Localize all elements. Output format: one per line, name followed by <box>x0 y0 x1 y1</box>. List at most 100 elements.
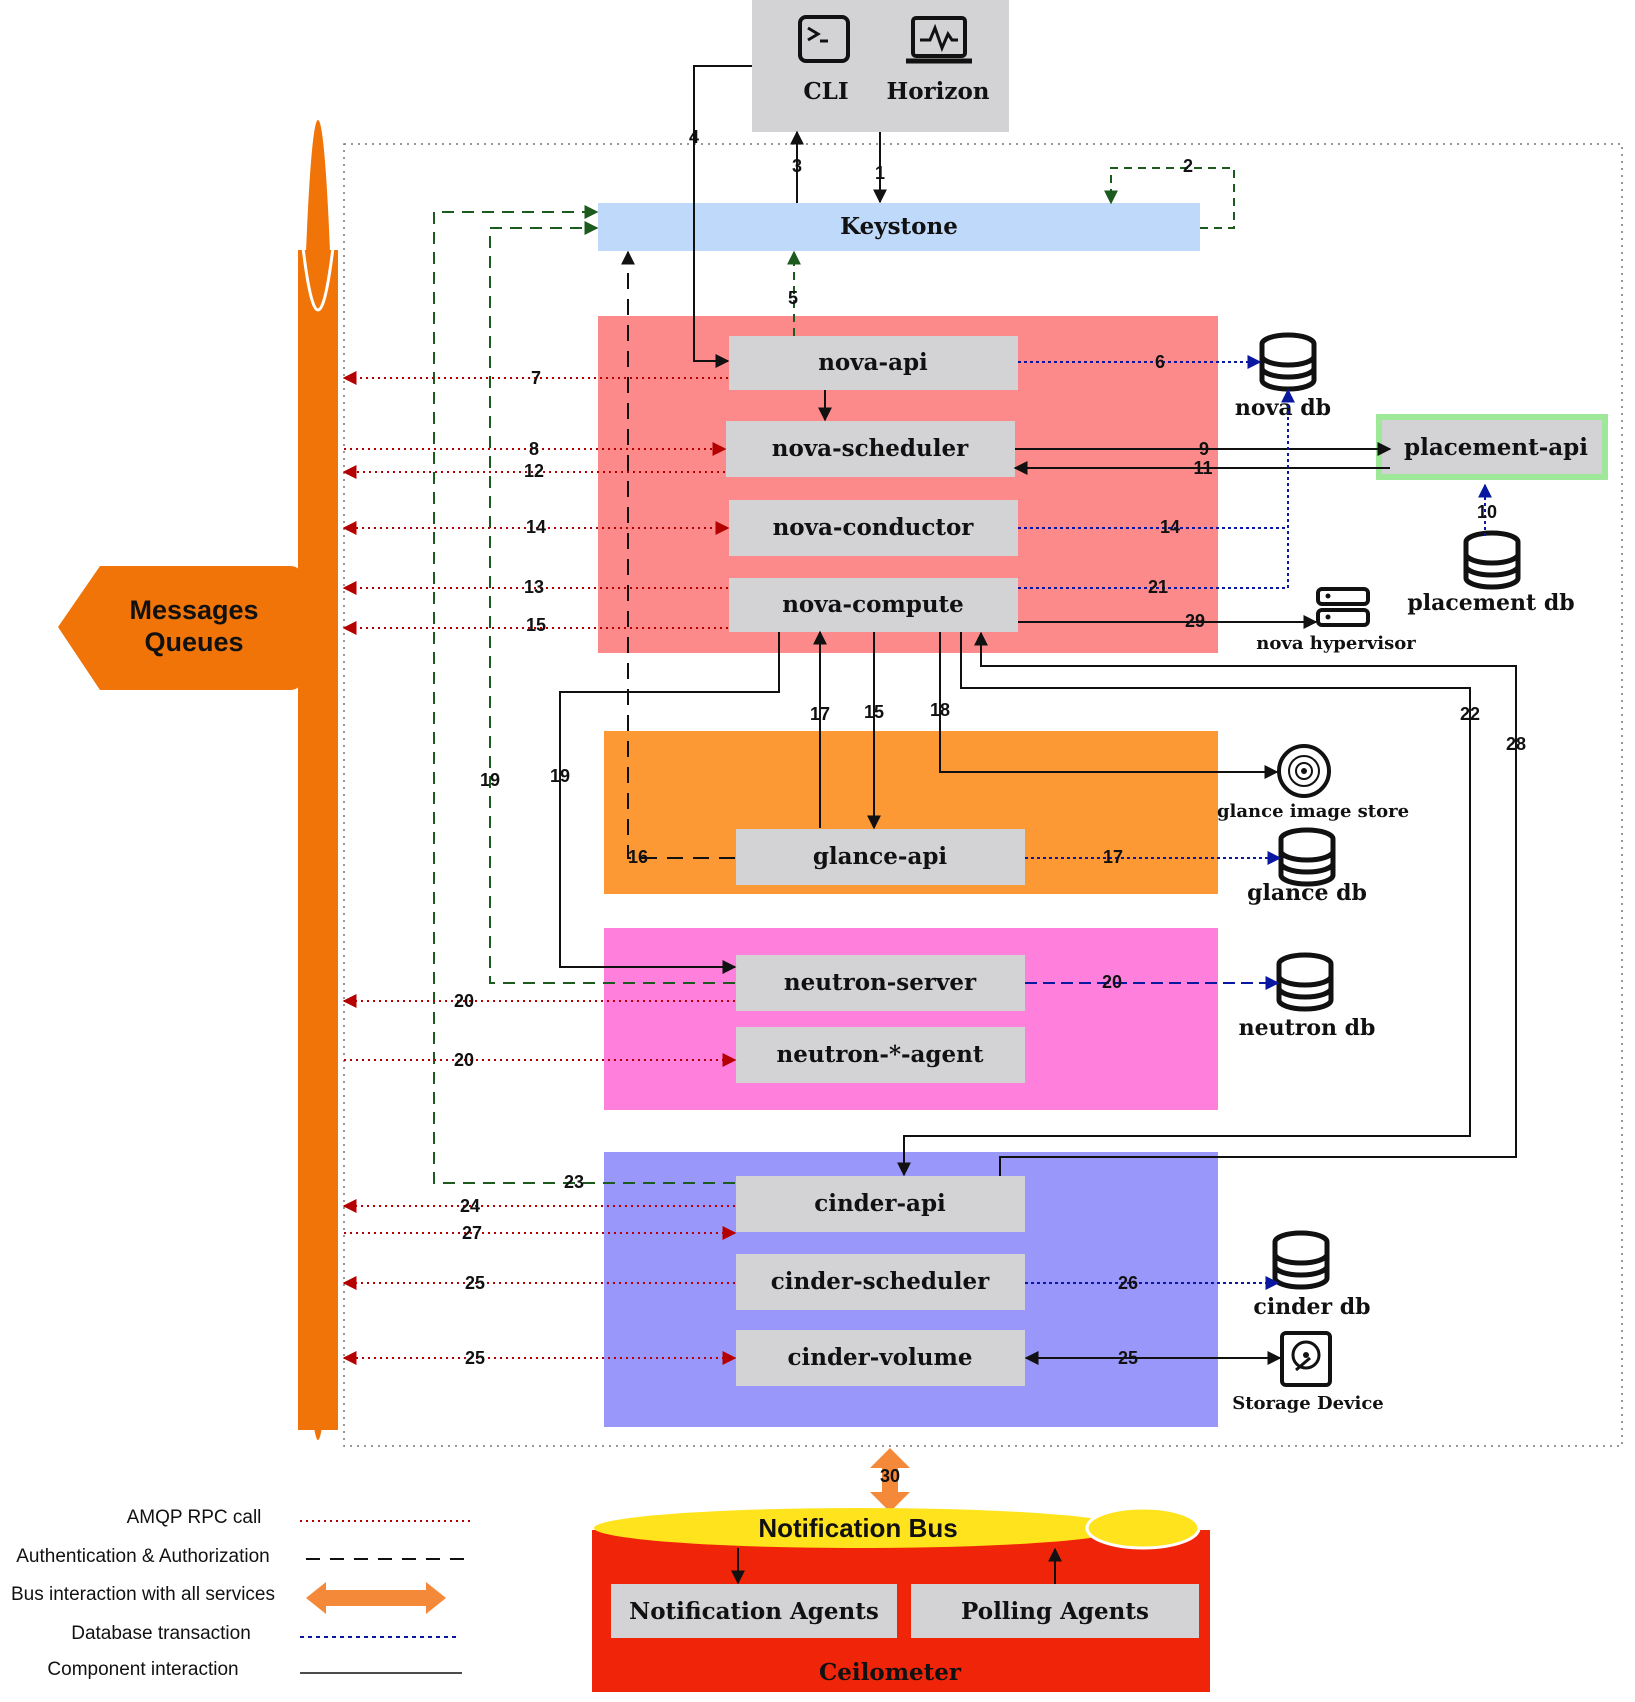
message-queues-label-shape <box>58 566 302 690</box>
horizon-label: Horizon <box>886 78 989 105</box>
step-13: 13 <box>524 577 544 597</box>
nova-conductor-label: nova-conductor <box>773 514 975 541</box>
step-25-b: 25 <box>465 1348 485 1368</box>
disc-icon <box>1277 744 1331 798</box>
step-22: 22 <box>1460 704 1480 724</box>
arrow-14-db <box>1018 388 1295 529</box>
neutron-db-label: neutron db <box>1239 1015 1376 1041</box>
polling-agents-box[interactable] <box>911 1584 1199 1638</box>
glance-api-label: glance-api <box>813 843 948 870</box>
neutron-db-icon <box>1279 955 1331 1009</box>
cinder-api-label: cinder-api <box>814 1190 946 1217</box>
step-2: 2 <box>1183 156 1193 176</box>
arrow-2 <box>1104 167 1235 229</box>
nova-db-icon <box>1262 335 1314 389</box>
server-icon <box>1316 587 1370 627</box>
neutron-server-box[interactable] <box>736 955 1025 1011</box>
legend-component-label: Component interaction <box>47 1659 238 1680</box>
keystone-box[interactable] <box>598 203 1200 251</box>
neutron-agent-label: neutron-*-agent <box>777 1041 984 1068</box>
connectors <box>342 65 1517 1365</box>
glance-db-label: glance db <box>1247 880 1367 906</box>
cinder-volume-box[interactable] <box>736 1330 1025 1386</box>
nova-compute-label: nova-compute <box>782 591 964 618</box>
arrow-16 <box>621 250 735 859</box>
nova-db-label: nova db <box>1235 395 1331 421</box>
ceilometer-label: Ceilometer <box>819 1659 962 1686</box>
step-18: 18 <box>930 700 950 720</box>
step-20-a: 20 <box>454 991 474 1011</box>
step-5: 5 <box>788 288 798 308</box>
cli-label: CLI <box>803 78 848 105</box>
neutron-server-label: neutron-server <box>784 969 977 996</box>
terminal-icon <box>798 15 850 63</box>
arrow-18 <box>939 632 1279 779</box>
step-14-amqp: 14 <box>526 517 546 537</box>
step-15: 15 <box>864 702 884 722</box>
nova-hypervisor-label: nova hypervisor <box>1256 633 1416 654</box>
glance-db-icon <box>1281 830 1333 884</box>
step-27: 27 <box>462 1223 482 1243</box>
notification-bus-shape <box>594 1508 1126 1548</box>
placement-api-label: placement-api <box>1404 434 1588 461</box>
step-11: 11 <box>1193 458 1212 478</box>
ceilometer: Notification Bus Notification Agents Pol… <box>592 1506 1210 1692</box>
nova-conductor-box[interactable] <box>729 500 1018 556</box>
step-16: 16 <box>628 847 648 867</box>
step-24: 24 <box>460 1196 480 1216</box>
glance-image-store-label: glance image store <box>1217 801 1409 822</box>
step-26: 26 <box>1118 1273 1138 1293</box>
step-17: 17 <box>810 704 830 724</box>
arrow-19 <box>559 632 780 974</box>
step-1: 1 <box>875 163 885 183</box>
legend: AMQP RPC call Authentication & Authoriza… <box>11 1507 472 1680</box>
polling-agents-label: Polling Agents <box>961 1598 1149 1625</box>
step-19-auth: 19 <box>480 770 500 790</box>
step-9: 9 <box>1199 439 1209 459</box>
arrow-28 <box>974 631 1517 1176</box>
arrow-21 <box>1018 528 1289 589</box>
nova-api-box[interactable] <box>729 336 1018 390</box>
cinder-db-label: cinder db <box>1253 1294 1370 1320</box>
legend-bus-arrow <box>306 1582 446 1614</box>
hard-disk-icon <box>1280 1331 1332 1387</box>
mq-label-line2: Queues <box>144 627 243 657</box>
step-25-a: 25 <box>465 1273 485 1293</box>
placement-db-icon <box>1466 533 1518 587</box>
notification-agents-box[interactable] <box>611 1584 897 1638</box>
neutron-agent-box[interactable] <box>736 1027 1025 1083</box>
legend-auth-label: Authentication & Authorization <box>16 1546 270 1567</box>
step-6: 6 <box>1155 352 1165 372</box>
cinder-scheduler-box[interactable] <box>736 1254 1025 1310</box>
clients-box: CLI Horizon <box>752 0 1009 132</box>
arrow-23 <box>433 205 735 1184</box>
step-8: 8 <box>529 439 539 459</box>
legend-bus-label: Bus interaction with all services <box>11 1584 275 1605</box>
notification-agents-label: Notification Agents <box>629 1598 879 1625</box>
step-19: 19 <box>550 766 570 786</box>
cinder-scheduler-label: cinder-scheduler <box>771 1268 990 1295</box>
nova-api-label: nova-api <box>818 349 928 376</box>
step-10: 10 <box>1477 502 1497 522</box>
step-20-db: 20 <box>1102 972 1122 992</box>
cinder-api-box[interactable] <box>736 1176 1025 1232</box>
nova-compute-box[interactable] <box>729 578 1018 632</box>
arrow-4 <box>693 65 752 368</box>
placement-api-box[interactable] <box>1382 420 1602 474</box>
nova-scheduler-box[interactable] <box>726 421 1015 477</box>
keystone-label: Keystone <box>840 213 958 240</box>
system-boundary <box>343 143 1623 1447</box>
glance-api-box[interactable] <box>736 829 1025 885</box>
legend-db-label: Database transaction <box>71 1623 251 1644</box>
step-numbers: 1 2 3 4 5 6 7 8 9 10 11 12 13 14 14 15 1… <box>454 127 1526 1368</box>
arrow-19-auth <box>489 221 735 984</box>
arrow-22 <box>897 632 1471 1177</box>
step-23: 23 <box>564 1172 584 1192</box>
cinder-db-icon <box>1275 1233 1327 1287</box>
step-21: 21 <box>1148 577 1168 597</box>
step-20-b: 20 <box>454 1050 474 1070</box>
placement-db-label: placement db <box>1407 590 1574 616</box>
step-3: 3 <box>792 156 802 176</box>
dashboard-icon <box>906 16 972 64</box>
storage-device-label: Storage Device <box>1232 1393 1384 1414</box>
